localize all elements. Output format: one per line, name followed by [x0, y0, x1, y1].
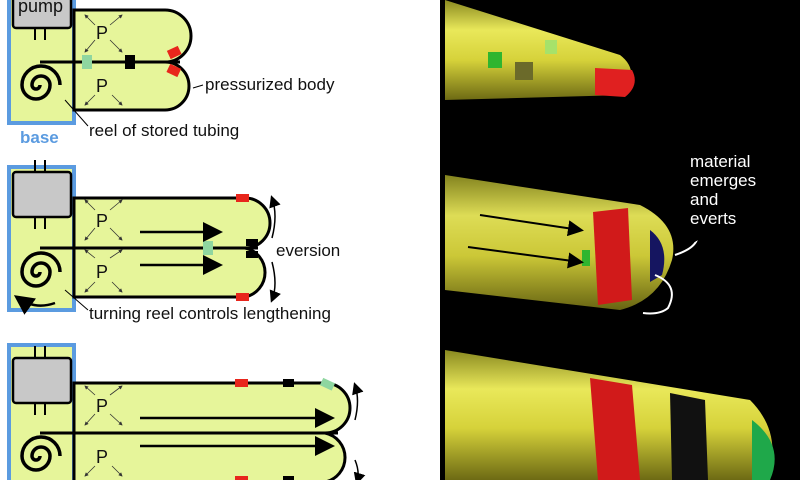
eversion-arrow — [353, 459, 366, 480]
reel-label: turning reel controls lengthening — [89, 304, 331, 323]
green-marker — [203, 241, 213, 255]
pump — [11, 0, 73, 30]
reel-label: reel of stored tubing — [89, 121, 239, 140]
pump — [11, 356, 73, 405]
green-marker — [319, 377, 336, 391]
red-marker — [236, 194, 249, 202]
annotation-line: and — [690, 190, 718, 209]
pump — [11, 170, 73, 219]
tube-photo-3 — [445, 350, 775, 480]
annotation-line: emerges — [690, 171, 756, 190]
eversion-label: eversion — [276, 241, 340, 260]
panel-2-eversion: P P eversion turning reel controls lengt… — [7, 160, 340, 323]
pressure-label: P — [96, 262, 108, 282]
red-marker — [166, 45, 182, 60]
base-label: base — [20, 128, 59, 147]
turning-arrow-icon — [13, 295, 56, 315]
reel-spiral-icon — [20, 435, 62, 472]
pressure-label: P — [96, 23, 108, 43]
pressurized-body-label: pressurized body — [205, 75, 335, 94]
black-marker — [283, 476, 294, 480]
black-marker — [246, 251, 258, 258]
tube-photo-1 — [445, 0, 635, 100]
black-marker — [283, 379, 294, 387]
pressure-label: P — [96, 76, 108, 96]
black-marker — [246, 239, 258, 246]
black-marker — [125, 55, 135, 69]
pump-label: pump — [18, 0, 63, 16]
eversion-arrow — [352, 382, 364, 421]
red-marker — [235, 476, 248, 480]
prototype-photo: material emerges and everts — [440, 0, 800, 480]
reel-spiral-icon — [20, 64, 62, 101]
panel-3-extended: P P — [7, 343, 366, 480]
annotation-line: everts — [690, 209, 736, 228]
reel-spiral-icon — [20, 251, 62, 288]
pressure-arrows — [84, 385, 123, 477]
tube-photo-2 — [445, 175, 708, 315]
red-marker — [166, 63, 182, 78]
pressure-arrows — [84, 199, 123, 293]
pressure-arrows — [84, 14, 123, 106]
pressure-label: P — [96, 447, 108, 467]
red-marker — [235, 379, 248, 387]
red-marker — [236, 293, 249, 301]
eversion-arrow — [269, 195, 281, 239]
annotation-line: material — [690, 152, 750, 171]
green-marker — [82, 55, 92, 69]
eversion-arrow — [269, 261, 281, 303]
pressure-label: P — [96, 211, 108, 231]
panel-1-stored-state: pump P P pressurized body reel of stored… — [7, 0, 335, 147]
pressure-label: P — [96, 396, 108, 416]
